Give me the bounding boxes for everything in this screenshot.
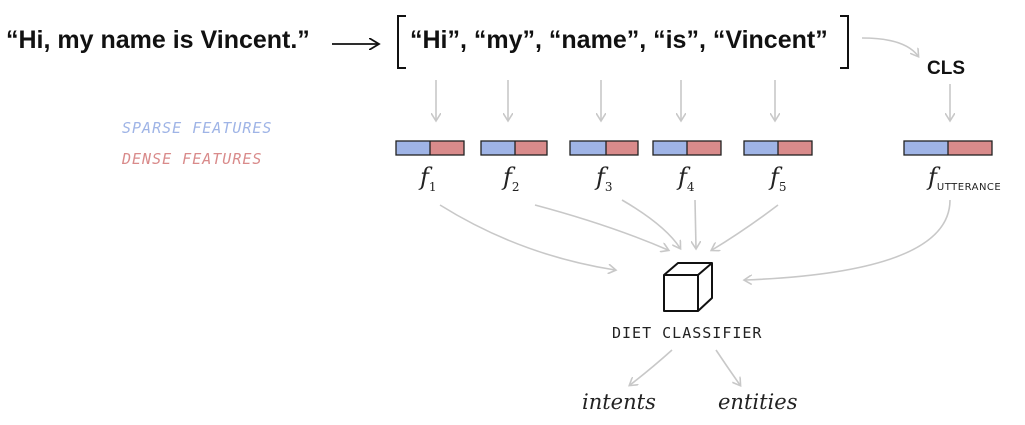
left-bracket bbox=[397, 15, 406, 69]
token-list: “Hi”, “my”, “name”, “is”, “Vincent” bbox=[410, 26, 828, 54]
arrow-f3-classifier bbox=[621, 199, 680, 248]
arrow-f2-classifier bbox=[534, 204, 668, 250]
feature-label-5: f5 bbox=[770, 163, 787, 194]
arrow-to-intents bbox=[630, 349, 673, 385]
cube-icon bbox=[663, 262, 713, 312]
feature-label-4: f4 bbox=[678, 163, 695, 194]
feature-vector-utterance bbox=[903, 140, 993, 156]
feature-label-3: f3 bbox=[596, 163, 613, 194]
classifier-label: DIET CLASSIFIER bbox=[612, 324, 763, 342]
feature-vector-3 bbox=[569, 140, 639, 156]
feature-vector-5 bbox=[743, 140, 813, 156]
feature-vector-2 bbox=[480, 140, 548, 156]
arrow-f5-classifier bbox=[712, 204, 779, 250]
output-entities: entities bbox=[718, 390, 798, 414]
legend-sparse: SPARSE FEATURES bbox=[122, 119, 273, 137]
feature-label-utterance: fUTTERANCE bbox=[928, 163, 1002, 193]
arrow-f1-classifier bbox=[439, 204, 615, 270]
arrow-f4-classifier bbox=[695, 199, 696, 248]
output-intents: intents bbox=[582, 390, 656, 414]
legend-dense: DENSE FEATURES bbox=[122, 150, 263, 168]
feature-label-2: f2 bbox=[503, 163, 520, 194]
arrow-to-cls bbox=[861, 37, 918, 56]
feature-vector-4 bbox=[652, 140, 722, 156]
right-bracket bbox=[840, 15, 849, 69]
cls-label: CLS bbox=[927, 58, 965, 79]
arrow-to-entities bbox=[715, 349, 740, 385]
arrow-utterance-classifier bbox=[745, 199, 951, 280]
feature-vector-1 bbox=[395, 140, 465, 156]
feature-label-1: f1 bbox=[420, 163, 437, 194]
input-sentence: “Hi, my name is Vincent.” bbox=[6, 26, 310, 54]
